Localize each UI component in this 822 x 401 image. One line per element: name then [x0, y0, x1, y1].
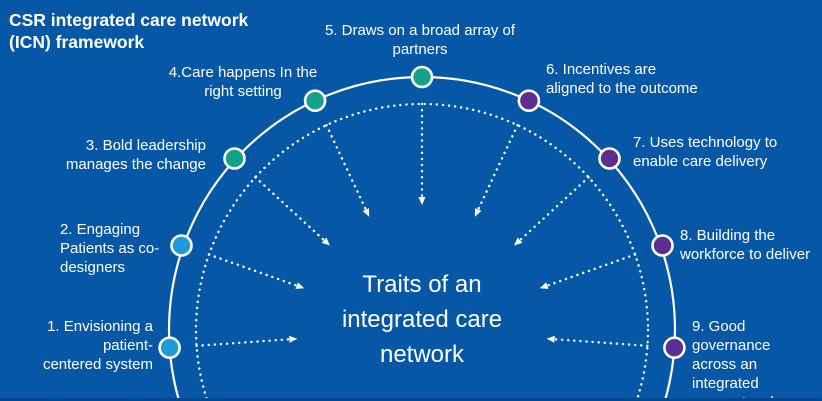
node-dots	[158, 65, 686, 360]
arrow-from-node-9	[546, 335, 649, 347]
bottom-edge-strip	[0, 398, 822, 401]
node-dot-6	[517, 89, 541, 112]
node-dot-5	[410, 65, 434, 89]
node-label-3: 3. Bold leadership manages the change	[65, 137, 206, 173]
arrow-from-node-7	[514, 176, 590, 246]
node-dot-9	[663, 336, 686, 360]
node-dot-8	[651, 234, 674, 257]
node-label-4: 4.Care happens In the right setting	[168, 64, 318, 100]
inner-dotted-circle	[194, 102, 650, 401]
node-label-6: 6. Incentives are aligned to the outcome	[546, 61, 698, 97]
node-label-5: 5. Draws on a broad array of partners	[324, 22, 516, 58]
arrow-from-node-1	[195, 335, 298, 347]
node-dot-2	[170, 234, 193, 257]
page-title: CSR integrated care network (ICN) framew…	[9, 10, 249, 52]
node-label-7: 7. Uses technology to enable care delive…	[633, 134, 778, 170]
node-label-8: 8. Building the workforce to deliver	[680, 227, 811, 263]
node-label-1: 1. Envisioning a patient- centered syste…	[42, 318, 153, 373]
arrow-from-node-2	[207, 253, 305, 289]
arrow-from-node-3	[254, 176, 330, 246]
node-label-9: 9. Good governance across an integrated …	[692, 318, 778, 401]
node-dot-4	[303, 89, 327, 112]
node-dot-7	[598, 147, 621, 170]
arrow-from-node-6	[474, 123, 519, 217]
center-label: Traits of an integrated care network	[341, 271, 503, 368]
arrows-to-center	[195, 102, 649, 347]
arrow-from-node-8	[539, 253, 637, 289]
node-label-2: 2. Engaging Patients as co- designers	[60, 221, 160, 276]
node-dot-1	[158, 336, 181, 360]
arrow-from-node-4	[325, 123, 370, 217]
node-dot-3	[223, 147, 246, 170]
